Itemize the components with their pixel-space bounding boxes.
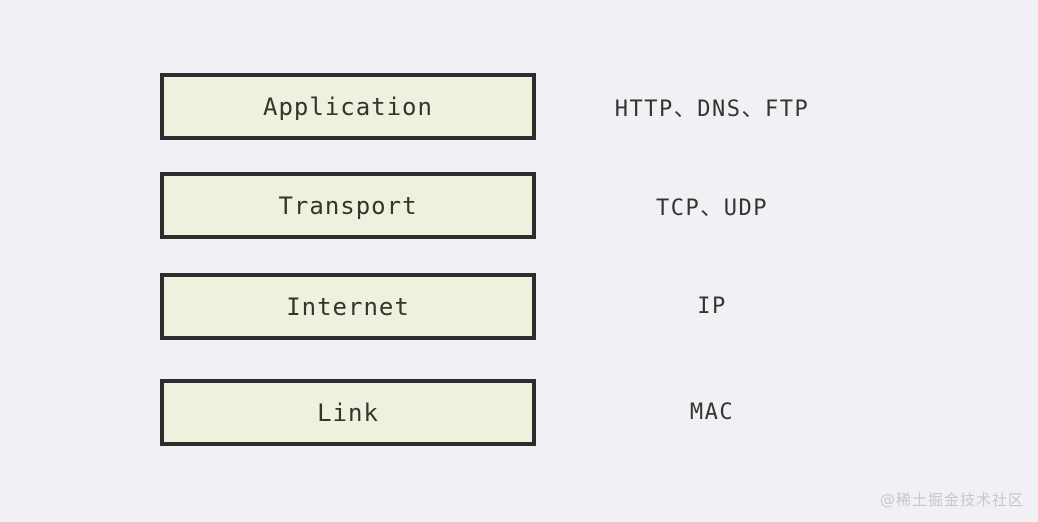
layer-box-link: Link [160,379,536,446]
layer-label-transport: Transport [278,191,418,220]
layer-label-internet: Internet [286,292,410,321]
layer-box-transport: Transport [160,172,536,239]
protocol-label-link: MAC [689,400,735,425]
protocol-label-transport: TCP、UDP [656,195,768,221]
layer-label-link: Link [317,398,379,427]
layer-label-application: Application [263,92,433,121]
watermark: @稀土掘金技术社区 [879,491,1024,509]
protocol-label-application: HTTP、DNS、FTP [614,96,810,122]
protocol-label-internet: IP [697,294,727,319]
layer-box-internet: Internet [160,273,536,340]
layer-box-application: Application [160,73,536,140]
